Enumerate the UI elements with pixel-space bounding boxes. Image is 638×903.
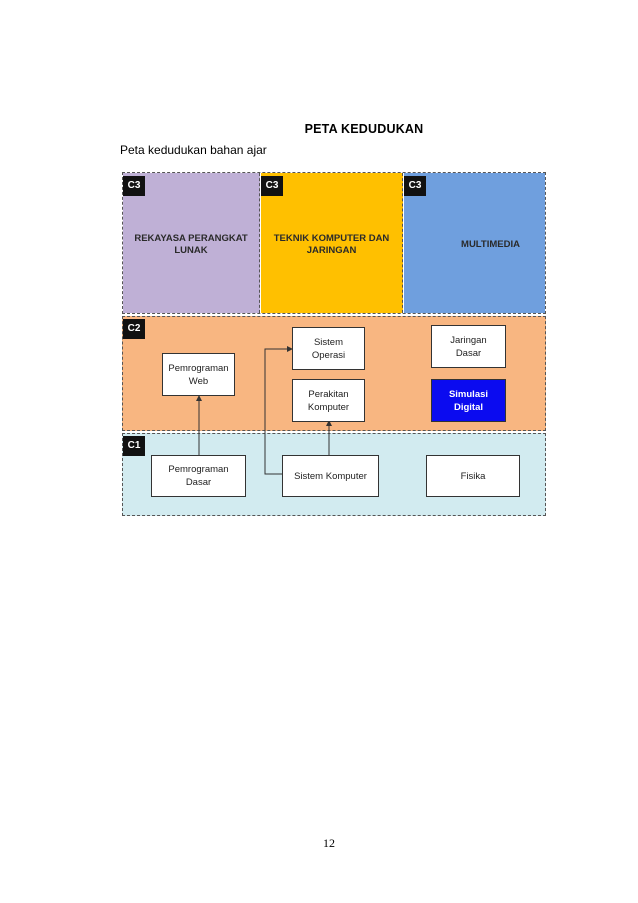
page-subtitle: Peta kedudukan bahan ajar [120, 143, 267, 157]
region-c3: C3 REKAYASA PERANGKAT LUNAK C3 TEKNIK KO… [122, 172, 546, 314]
box-fisika: Fisika [426, 455, 520, 497]
level-tag-c1: C1 [123, 436, 145, 456]
column-label-tkj: TEKNIK KOMPUTER DAN JARINGAN [273, 233, 390, 256]
column-label-multimedia: MULTIMEDIA [461, 239, 520, 250]
level-tag-c3: C3 [404, 176, 426, 196]
page-number: 12 [323, 836, 335, 850]
box-pemrograman-web: Pemrograman Web [162, 353, 235, 396]
level-tag-c3: C3 [261, 176, 283, 196]
arrow-sistem-komputer-to-sistem-operasi [264, 346, 293, 475]
page-title: PETA KEDUDUKAN [304, 122, 424, 136]
level-tag-c2: C2 [123, 319, 145, 339]
column-label-rpl: REKAYASA PERANGKAT LUNAK [134, 233, 248, 256]
box-sistem-operasi: Sistem Operasi [292, 327, 365, 370]
column-multimedia: C3 MULTIMEDIA [404, 173, 545, 313]
box-sistem-komputer: Sistem Komputer [282, 455, 379, 497]
box-simulasi-digital: Simulasi Digital [431, 379, 506, 422]
box-perakitan-komputer: Perakitan Komputer [292, 379, 365, 422]
column-teknik-komputer-jaringan: C3 TEKNIK KOMPUTER DAN JARINGAN [261, 173, 403, 313]
box-jaringan-dasar: Jaringan Dasar [431, 325, 506, 368]
box-pemrograman-dasar: Pemrograman Dasar [151, 455, 246, 497]
column-rekayasa-perangkat-lunak: C3 REKAYASA PERANGKAT LUNAK [123, 173, 260, 313]
level-tag-c3: C3 [123, 176, 145, 196]
